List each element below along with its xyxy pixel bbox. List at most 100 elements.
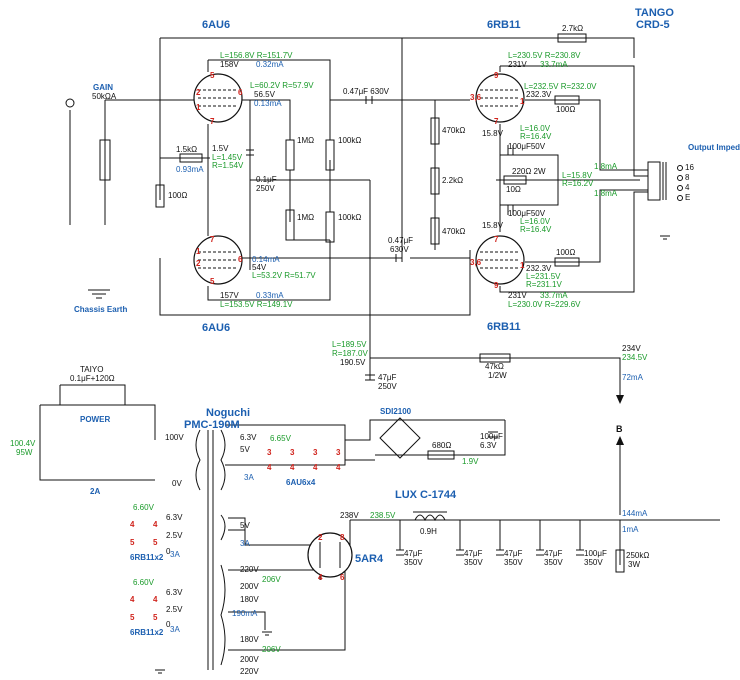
comp-value: 47μF bbox=[404, 549, 423, 558]
comp-value: 6.3V bbox=[166, 513, 183, 522]
reading: L=15.8V bbox=[562, 171, 593, 180]
pin-number: 4 bbox=[267, 463, 272, 472]
comp-value: 250kΩ bbox=[626, 551, 649, 560]
reading: L=16.0V bbox=[520, 124, 551, 133]
comp-value: 238V bbox=[340, 511, 359, 520]
comp-value: 3A bbox=[170, 550, 180, 559]
wiring bbox=[39, 37, 720, 651]
reading: L=189.5V bbox=[332, 340, 367, 349]
comp-value: 220V bbox=[240, 667, 259, 676]
pin-number: 1 bbox=[520, 97, 525, 106]
reading: 1.8mA bbox=[594, 189, 618, 198]
pin-number: 8 bbox=[340, 533, 345, 542]
comp-value: 47μF bbox=[464, 549, 483, 558]
comp-value: 100Ω bbox=[556, 248, 575, 257]
comp-value: 0.1μF+120Ω bbox=[70, 374, 115, 383]
reading: 100.4V bbox=[10, 439, 36, 448]
pin-number: 4 bbox=[153, 520, 158, 529]
comp-value: 0.47μF bbox=[388, 236, 413, 245]
input-jack[interactable] bbox=[65, 98, 75, 108]
pin-number: 1 bbox=[196, 103, 201, 112]
ot-brand: TANGO bbox=[635, 7, 674, 19]
gain-label: GAIN bbox=[93, 83, 113, 92]
comp-value: 1.5kΩ bbox=[176, 145, 197, 154]
pin-number: 5 bbox=[153, 538, 158, 547]
reading: L=230.5V R=230.8V bbox=[508, 51, 581, 60]
reading: R=16.2V bbox=[562, 179, 594, 188]
comp-value: 5V bbox=[240, 445, 250, 454]
resistors bbox=[99, 33, 625, 573]
reading: 0.14mA bbox=[252, 255, 280, 264]
reading: 1.9V bbox=[462, 457, 479, 466]
pin-number: 7 bbox=[210, 117, 215, 126]
reading: 231V bbox=[508, 291, 527, 300]
reading: 6.60V bbox=[133, 503, 155, 512]
reading: 158V bbox=[220, 60, 239, 69]
pin-number: 6 bbox=[238, 255, 243, 264]
comp-value: 100kΩ bbox=[338, 213, 361, 222]
reading: 1.5V bbox=[212, 144, 229, 153]
ot-tap-4: 4 bbox=[685, 183, 690, 192]
reading: L=156.8V R=151.7V bbox=[220, 51, 293, 60]
comp-value: 47μF bbox=[544, 549, 563, 558]
comp-value: TAIYO bbox=[80, 365, 103, 374]
arrow-b bbox=[616, 395, 624, 445]
reading: R=1.54V bbox=[212, 161, 244, 170]
comp-value: 350V bbox=[404, 558, 423, 567]
comp-value: 1MΩ bbox=[297, 136, 314, 145]
comp-value: 0V bbox=[172, 479, 182, 488]
reading: L=230.0V R=229.6V bbox=[508, 300, 581, 309]
pin-number: 2 bbox=[196, 259, 201, 268]
pin-number: 3,6 bbox=[470, 93, 482, 102]
comp-value: 100V bbox=[165, 433, 184, 442]
comp-value: 3A bbox=[170, 625, 180, 634]
comp-value: 100Ω bbox=[556, 105, 575, 114]
bridge-rectifier bbox=[379, 417, 421, 459]
comp-value: 3W bbox=[628, 560, 640, 569]
comp-value: 100μF50V bbox=[508, 209, 546, 218]
pin-number: 4 bbox=[336, 463, 341, 472]
pin-number: 4 bbox=[130, 595, 135, 604]
reading: R=16.4V bbox=[520, 132, 552, 141]
reading: 33.7mA bbox=[540, 291, 568, 300]
comp-value: 350V bbox=[544, 558, 563, 567]
reading: 232.3V bbox=[526, 90, 552, 99]
comp-value: 6RB11x2 bbox=[130, 628, 164, 637]
comp-value: 6.3V bbox=[166, 588, 183, 597]
pin-number: 1 bbox=[196, 247, 201, 256]
pin-number: 6 bbox=[340, 573, 345, 582]
comp-value: 680Ω bbox=[432, 441, 451, 450]
pin-number: 7 bbox=[494, 117, 499, 126]
reading: 15.8V bbox=[482, 221, 504, 230]
tube-6au6-top bbox=[193, 73, 243, 123]
reading: L=1.45V bbox=[212, 153, 243, 162]
reading: 6.60V bbox=[133, 578, 155, 587]
comp-value: 3A bbox=[240, 539, 250, 548]
reading: 0.93mA bbox=[176, 165, 204, 174]
reading: 0.32mA bbox=[256, 60, 284, 69]
reading: 157V bbox=[220, 291, 239, 300]
comp-value: 100μF bbox=[480, 432, 503, 441]
pin-number: 4 bbox=[318, 573, 323, 582]
reading: L=153.5V R=149.1V bbox=[220, 300, 293, 309]
tube-6au6-bottom bbox=[193, 235, 243, 285]
ot-impedance-label: Output Impedance bbox=[688, 143, 740, 152]
pt-model: PMC-190M bbox=[184, 419, 240, 431]
reading: 6.65V bbox=[270, 434, 292, 443]
gain-pot: 50kΩA bbox=[92, 92, 117, 101]
power-switch-label: POWER bbox=[80, 415, 110, 424]
reading: 190.5V bbox=[340, 358, 366, 367]
comp-value: 0 bbox=[166, 620, 171, 629]
grounds bbox=[88, 235, 670, 674]
comp-value: 1MΩ bbox=[297, 213, 314, 222]
pin-number: 5 bbox=[130, 538, 135, 547]
reading: 144mA bbox=[622, 509, 648, 518]
reading: 1.8mA bbox=[594, 162, 618, 171]
reading: 15.8V bbox=[482, 129, 504, 138]
tube-label-6rb11-bottom: 6RB11 bbox=[487, 321, 521, 333]
reading: 234.5V bbox=[622, 353, 648, 362]
comp-value: 250V bbox=[378, 382, 397, 391]
reading: 95W bbox=[16, 448, 33, 457]
pin-number: 4 bbox=[130, 520, 135, 529]
pin-number: 5 bbox=[210, 277, 215, 286]
